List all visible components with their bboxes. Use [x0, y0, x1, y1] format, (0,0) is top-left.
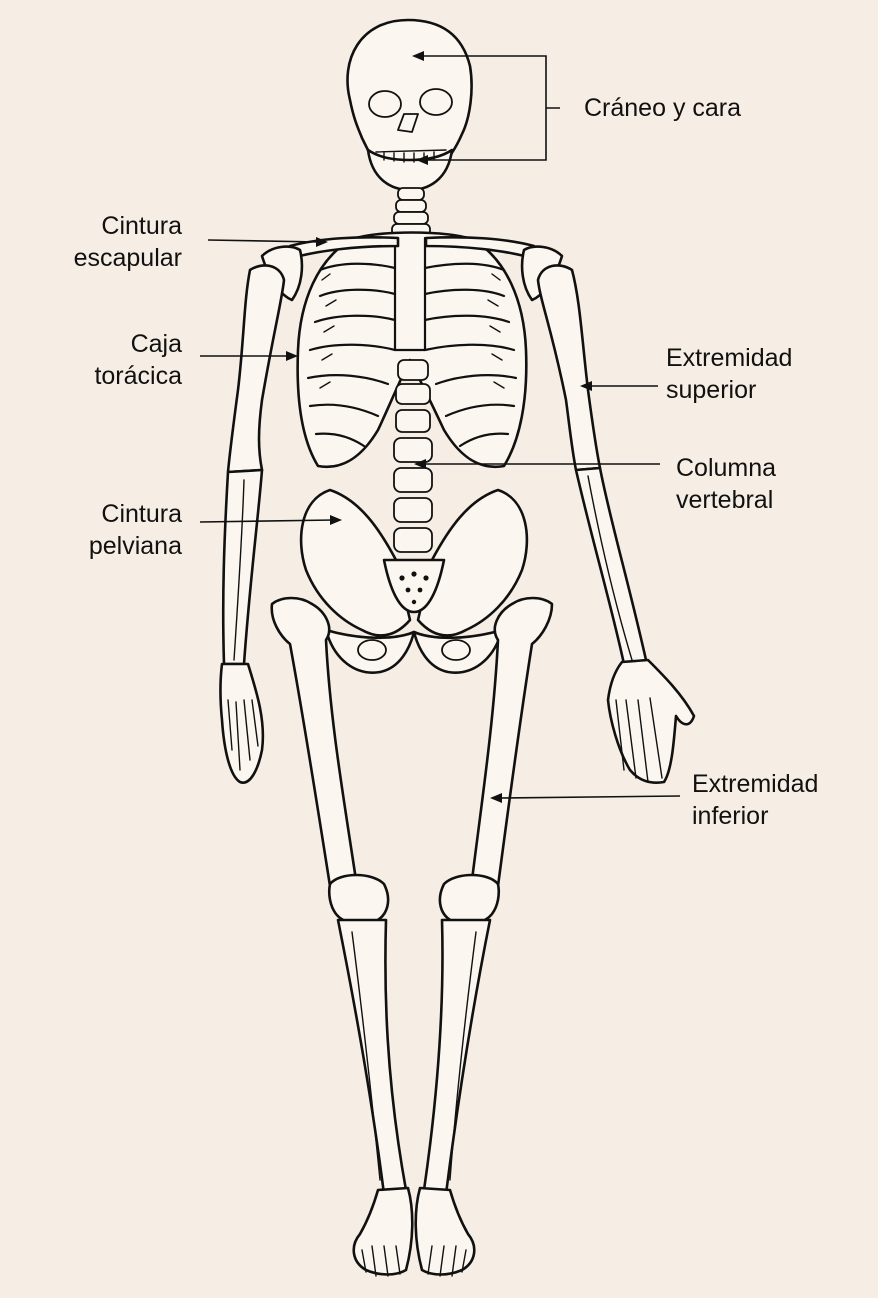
- label-columna-vertebral-line1: Columna: [676, 452, 776, 484]
- skull: [347, 20, 471, 190]
- label-extremidad-superior-line2: superior: [666, 374, 792, 406]
- label-columna-vertebral: Columna vertebral: [676, 452, 776, 516]
- lower-limbs: [272, 598, 552, 1276]
- leader-columna-vertebral: [414, 459, 660, 469]
- leader-extremidad-superior: [580, 381, 658, 391]
- label-extremidad-inferior-line1: Extremidad: [692, 768, 818, 800]
- spine: [394, 360, 432, 552]
- label-cintura-pelviana: Cintura pelviana: [89, 498, 182, 562]
- label-extremidad-inferior: Extremidad inferior: [692, 768, 818, 832]
- label-caja-toracica-line1: Caja: [94, 328, 182, 360]
- label-cintura-escapular: Cintura escapular: [74, 210, 182, 274]
- label-extremidad-superior-line1: Extremidad: [666, 342, 792, 374]
- label-extremidad-inferior-line2: inferior: [692, 800, 818, 832]
- label-columna-vertebral-line2: vertebral: [676, 484, 776, 516]
- label-extremidad-superior: Extremidad superior: [666, 342, 792, 406]
- neck: [392, 188, 430, 236]
- label-cintura-pelviana-line1: Cintura: [89, 498, 182, 530]
- label-cintura-escapular-line2: escapular: [74, 242, 182, 274]
- skeleton-figure: [221, 20, 695, 1276]
- label-caja-toracica-line2: torácica: [94, 360, 182, 392]
- leader-extremidad-inferior: [490, 793, 680, 803]
- label-cintura-escapular-line1: Cintura: [74, 210, 182, 242]
- label-craneo-y-cara: Cráneo y cara: [584, 92, 741, 124]
- label-caja-toracica: Caja torácica: [94, 328, 182, 392]
- label-cintura-pelviana-line2: pelviana: [89, 530, 182, 562]
